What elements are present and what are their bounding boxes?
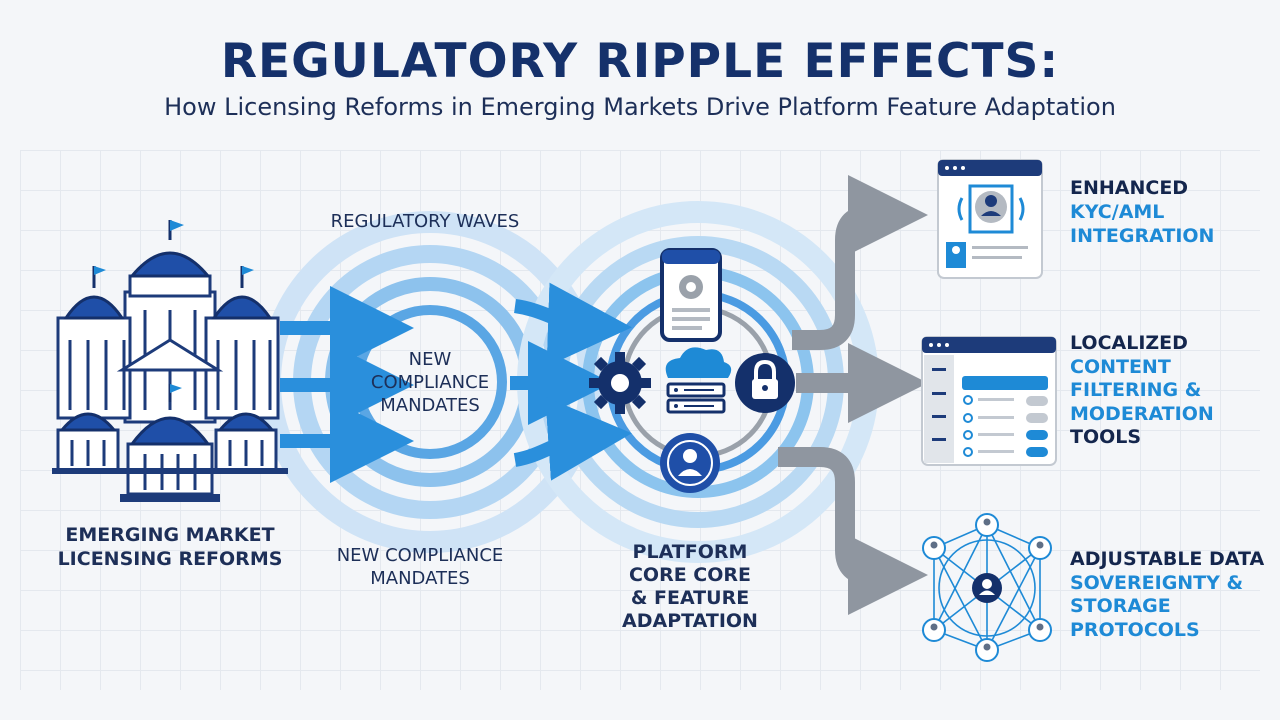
- waves-bottom-line1: NEW COMPLIANCE: [336, 545, 504, 566]
- content-filter-panel-icon: [921, 336, 1057, 466]
- platform-label-line3: & FEATURE: [630, 587, 750, 609]
- output-kyc-line2: KYC/AML: [1070, 201, 1165, 223]
- page-subtitle: How Licensing Reforms in Emerging Market…: [164, 93, 1116, 121]
- mobile-settings-icon: [660, 248, 722, 342]
- waves-center-line3: MANDATES: [380, 395, 480, 416]
- source-label-line1: EMERGING MARKET: [65, 524, 275, 546]
- platform-arrows: [510, 282, 632, 481]
- cloud-server-icon: [665, 347, 732, 414]
- page-title: REGULATORY RIPPLE EFFECTS:: [220, 34, 1060, 89]
- gear-icon: [589, 352, 651, 414]
- waves-top-label: REGULATORY WAVES: [330, 211, 520, 232]
- waves-center-line2: COMPLIANCE: [370, 372, 490, 393]
- government-buildings-icon: [52, 220, 288, 502]
- output-data-line2: SOVEREIGNTY &: [1070, 571, 1244, 594]
- data-network-icon: [922, 513, 1052, 662]
- waves-bottom-line2: MANDATES: [370, 568, 470, 589]
- output-content-label: LOCALIZED CONTENT FILTERING & MODERATION…: [1070, 332, 1214, 450]
- platform-label: PLATFORM CORE CORE & FEATURE ADAPTATION: [590, 541, 790, 633]
- output-data-line4: PROTOCOLS: [1070, 618, 1200, 641]
- output-data-line1: ADJUSTABLE DATA: [1070, 548, 1265, 570]
- output-arrows: [778, 175, 928, 615]
- output-kyc-line3: INTEGRATION: [1070, 225, 1215, 247]
- waves-center-label: NEW COMPLIANCE MANDATES: [350, 348, 510, 417]
- source-label-line2: LICENSING REFORMS: [57, 548, 283, 570]
- source-label: EMERGING MARKET LICENSING REFORMS: [40, 523, 300, 571]
- output-content-line4: MODERATION: [1070, 402, 1214, 425]
- platform-label-line4: ADAPTATION: [622, 610, 758, 632]
- identity-scan-icon: [937, 159, 1043, 279]
- output-data-label: ADJUSTABLE DATA SOVEREIGNTY & STORAGE PR…: [1070, 548, 1264, 642]
- waves-center-line1: NEW: [408, 349, 452, 370]
- output-kyc-line1: ENHANCED: [1070, 177, 1189, 199]
- platform-label-line2: CORE CORE: [628, 564, 752, 586]
- output-content-line2: CONTENT: [1070, 355, 1171, 378]
- output-kyc-label: ENHANCED KYC/AML INTEGRATION: [1070, 176, 1214, 248]
- output-data-line3: STORAGE: [1070, 595, 1171, 617]
- waves-bottom-label: NEW COMPLIANCE MANDATES: [310, 544, 530, 590]
- output-content-line1: LOCALIZED: [1070, 332, 1188, 354]
- output-content-line5: TOOLS: [1070, 426, 1142, 448]
- lock-icon: [735, 353, 795, 413]
- source-arrows: [280, 286, 414, 483]
- platform-label-line1: PLATFORM: [632, 541, 748, 563]
- output-content-line3: FILTERING &: [1070, 379, 1202, 401]
- user-icon: [660, 433, 720, 493]
